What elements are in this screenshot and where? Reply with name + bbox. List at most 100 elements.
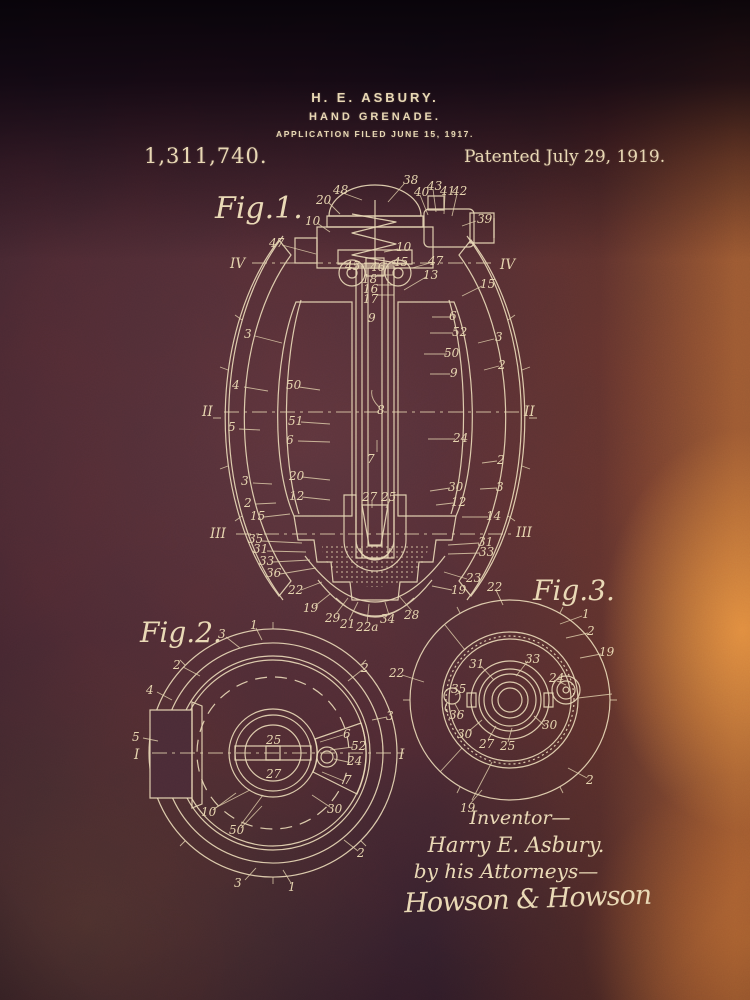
callout-label: 50 [444,346,460,360]
callout-label: 19 [599,645,615,659]
figure-3-label: Fig.3. [532,574,615,607]
callout-label: 45 [344,259,360,273]
callout-label: 52 [452,325,467,339]
signature-block: Inventor— Harry E. Asbury. by his Attorn… [403,807,652,919]
attorneys-caption: by his Attorneys— [414,859,598,883]
callout-label: 2 [360,661,369,675]
callout-label: 24 [346,754,362,768]
callout-label: 13 [423,268,439,282]
callout-label: 5 [228,420,236,434]
callout-label: 25 [499,739,515,753]
callout-label: 28 [403,608,420,622]
callout-label: 39 [477,212,493,226]
callout-label: 31 [469,657,484,671]
callout-label: 14 [486,509,501,523]
callout-label: 1 [250,618,258,632]
callout-label: 22a [355,620,378,634]
callout-label: 36 [266,566,282,580]
callout-label: 30 [448,480,464,494]
attorneys-signature: Howson & Howson [403,880,652,920]
callout-label: 27 [265,767,282,781]
callout-label: 7 [344,773,352,787]
section-label: III [515,525,533,541]
callout-label: 2 [172,658,181,672]
callout-label: 19 [303,601,319,615]
callout-label: 33 [525,652,541,666]
callout-label: 24 [548,671,564,685]
callout-label: 6 [286,433,294,447]
section-label: IV [229,256,246,272]
section-label: I [133,747,140,763]
callout-label: 10 [201,805,217,819]
callout-label: 9 [368,311,376,325]
callout-label: 22 [388,666,404,680]
callout-label: 25 [380,490,396,504]
callout-label: 27 [478,737,495,751]
callout-label: 22 [287,583,303,597]
callout-label: 7 [367,452,375,466]
figure-1-label: Fig.1. [214,191,303,226]
callout-label: 47 [427,254,444,268]
callout-label: 30 [542,718,558,732]
callout-label: 27 [361,490,378,504]
callout-label: 2 [497,358,506,372]
callout-label: 3 [241,474,249,488]
inventor-caption: Inventor— [468,807,570,829]
callout-label: 1 [288,880,296,894]
callout-label: 10 [305,214,321,228]
callout-label: 42 [451,184,467,198]
callout-label: 2 [585,773,594,787]
callout-label: 2 [243,496,252,510]
callout-label: 3 [244,327,252,341]
callout-label: 3 [496,480,504,494]
callout-label: 2 [356,846,365,860]
callout-label: 48 [332,183,349,197]
callout-label: 19 [451,583,467,597]
callout-label: 9 [450,366,458,380]
callout-label: 20 [315,193,332,207]
callout-label: 6 [449,309,457,323]
callout-label: 30 [457,727,473,741]
callout-label: 15 [250,509,265,523]
callout-label: 3 [386,709,394,723]
section-label: IV [499,257,516,273]
callout-label: 45 [392,255,408,269]
section-label: II [523,404,535,420]
figure-3-drawing [402,590,617,804]
inventor-name: Harry E. Asbury. [427,833,605,857]
callout-label: 2 [496,453,505,467]
callout-label: 10 [396,240,412,254]
callout-label: 17 [363,292,379,306]
section-label: II [201,404,213,420]
callout-label: 36 [449,708,465,722]
callout-label: 4 [145,683,154,697]
section-label: III [209,526,227,542]
callout-label: 2 [586,624,595,638]
callout-label: 1 [582,607,590,621]
figure-2-label: Fig.2. [139,616,222,649]
callout-label: 29 [324,611,341,625]
callout-label: 23 [465,571,482,585]
callout-label: 22 [486,580,502,594]
callout-label: 47 [268,236,285,250]
callout-label: 12 [451,495,466,509]
callout-label: 51 [288,414,303,428]
callout-label: 3 [495,330,503,344]
callout-label: 12 [289,489,304,503]
callout-label: 8 [377,403,385,417]
callout-label: 20 [288,469,305,483]
callout-label: 25 [265,733,281,747]
callout-label: 50 [286,378,302,392]
callout-label: 30 [327,802,343,816]
section-label: I [398,747,405,763]
callout-label: 3 [234,876,242,890]
callout-label: 4 [231,378,240,392]
callout-label: 35 [451,682,466,696]
callout-label: 24 [452,431,468,445]
callout-label: 21 [339,617,355,631]
callout-label: 50 [229,823,245,837]
callout-label: 34 [380,612,395,626]
callout-label: 33 [479,545,495,559]
